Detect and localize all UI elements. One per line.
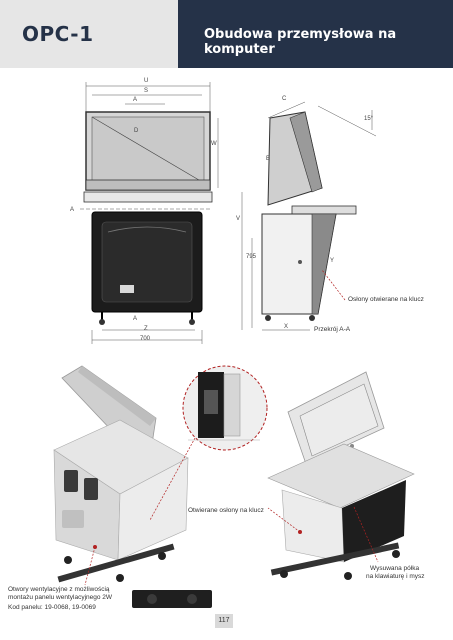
dim-v: V xyxy=(236,216,241,222)
dim-15deg: 15° xyxy=(364,116,374,122)
dim-700: 700 xyxy=(140,336,151,342)
dim-c: C xyxy=(282,96,287,102)
callout-shelf-line2: na klawiaturę i mysz xyxy=(366,573,425,580)
dim-a-side: A xyxy=(70,207,75,213)
dim-s: S xyxy=(144,88,149,94)
vent-panel-image xyxy=(132,590,212,608)
dim-z: Z xyxy=(144,326,148,332)
header-left-band xyxy=(0,0,178,68)
dim-y: Y xyxy=(330,258,335,264)
photo-left-cabinet xyxy=(53,365,189,583)
page-number: 117 xyxy=(215,614,233,628)
callout-opening-covers: Otwierane osłony na klucz xyxy=(188,507,264,514)
section-label: Przekrój A-A xyxy=(314,326,351,333)
dim-u: U xyxy=(144,78,149,84)
dim-w: W xyxy=(211,141,217,147)
header-right-band xyxy=(178,0,453,68)
dim-795: 795 xyxy=(246,254,257,260)
callout-vent-line2: montażu panelu wentylacyjnego 2W xyxy=(8,594,113,601)
dim-b: B xyxy=(266,156,271,162)
callout-shelf-line1: Wysuwana półka xyxy=(370,565,420,572)
dim-a-bottom: A xyxy=(133,316,138,322)
photo-detail-circle xyxy=(182,365,268,451)
callout-vent-line1: Otwory wentylacyjne z możliwością xyxy=(8,586,110,593)
covers-label: Osłony otwierane na klucz xyxy=(348,296,424,303)
photo-right-cabinet xyxy=(267,371,415,580)
page-title: Obudowa przemysłowa na komputer xyxy=(204,27,397,57)
callout-panel-code: Kod panelu: 19-0068, 19-0069 xyxy=(8,604,96,611)
dim-x: X xyxy=(284,324,289,330)
product-code: OPC-1 xyxy=(22,22,94,46)
dim-d: D xyxy=(134,128,139,134)
dim-a-top: A xyxy=(133,97,138,103)
